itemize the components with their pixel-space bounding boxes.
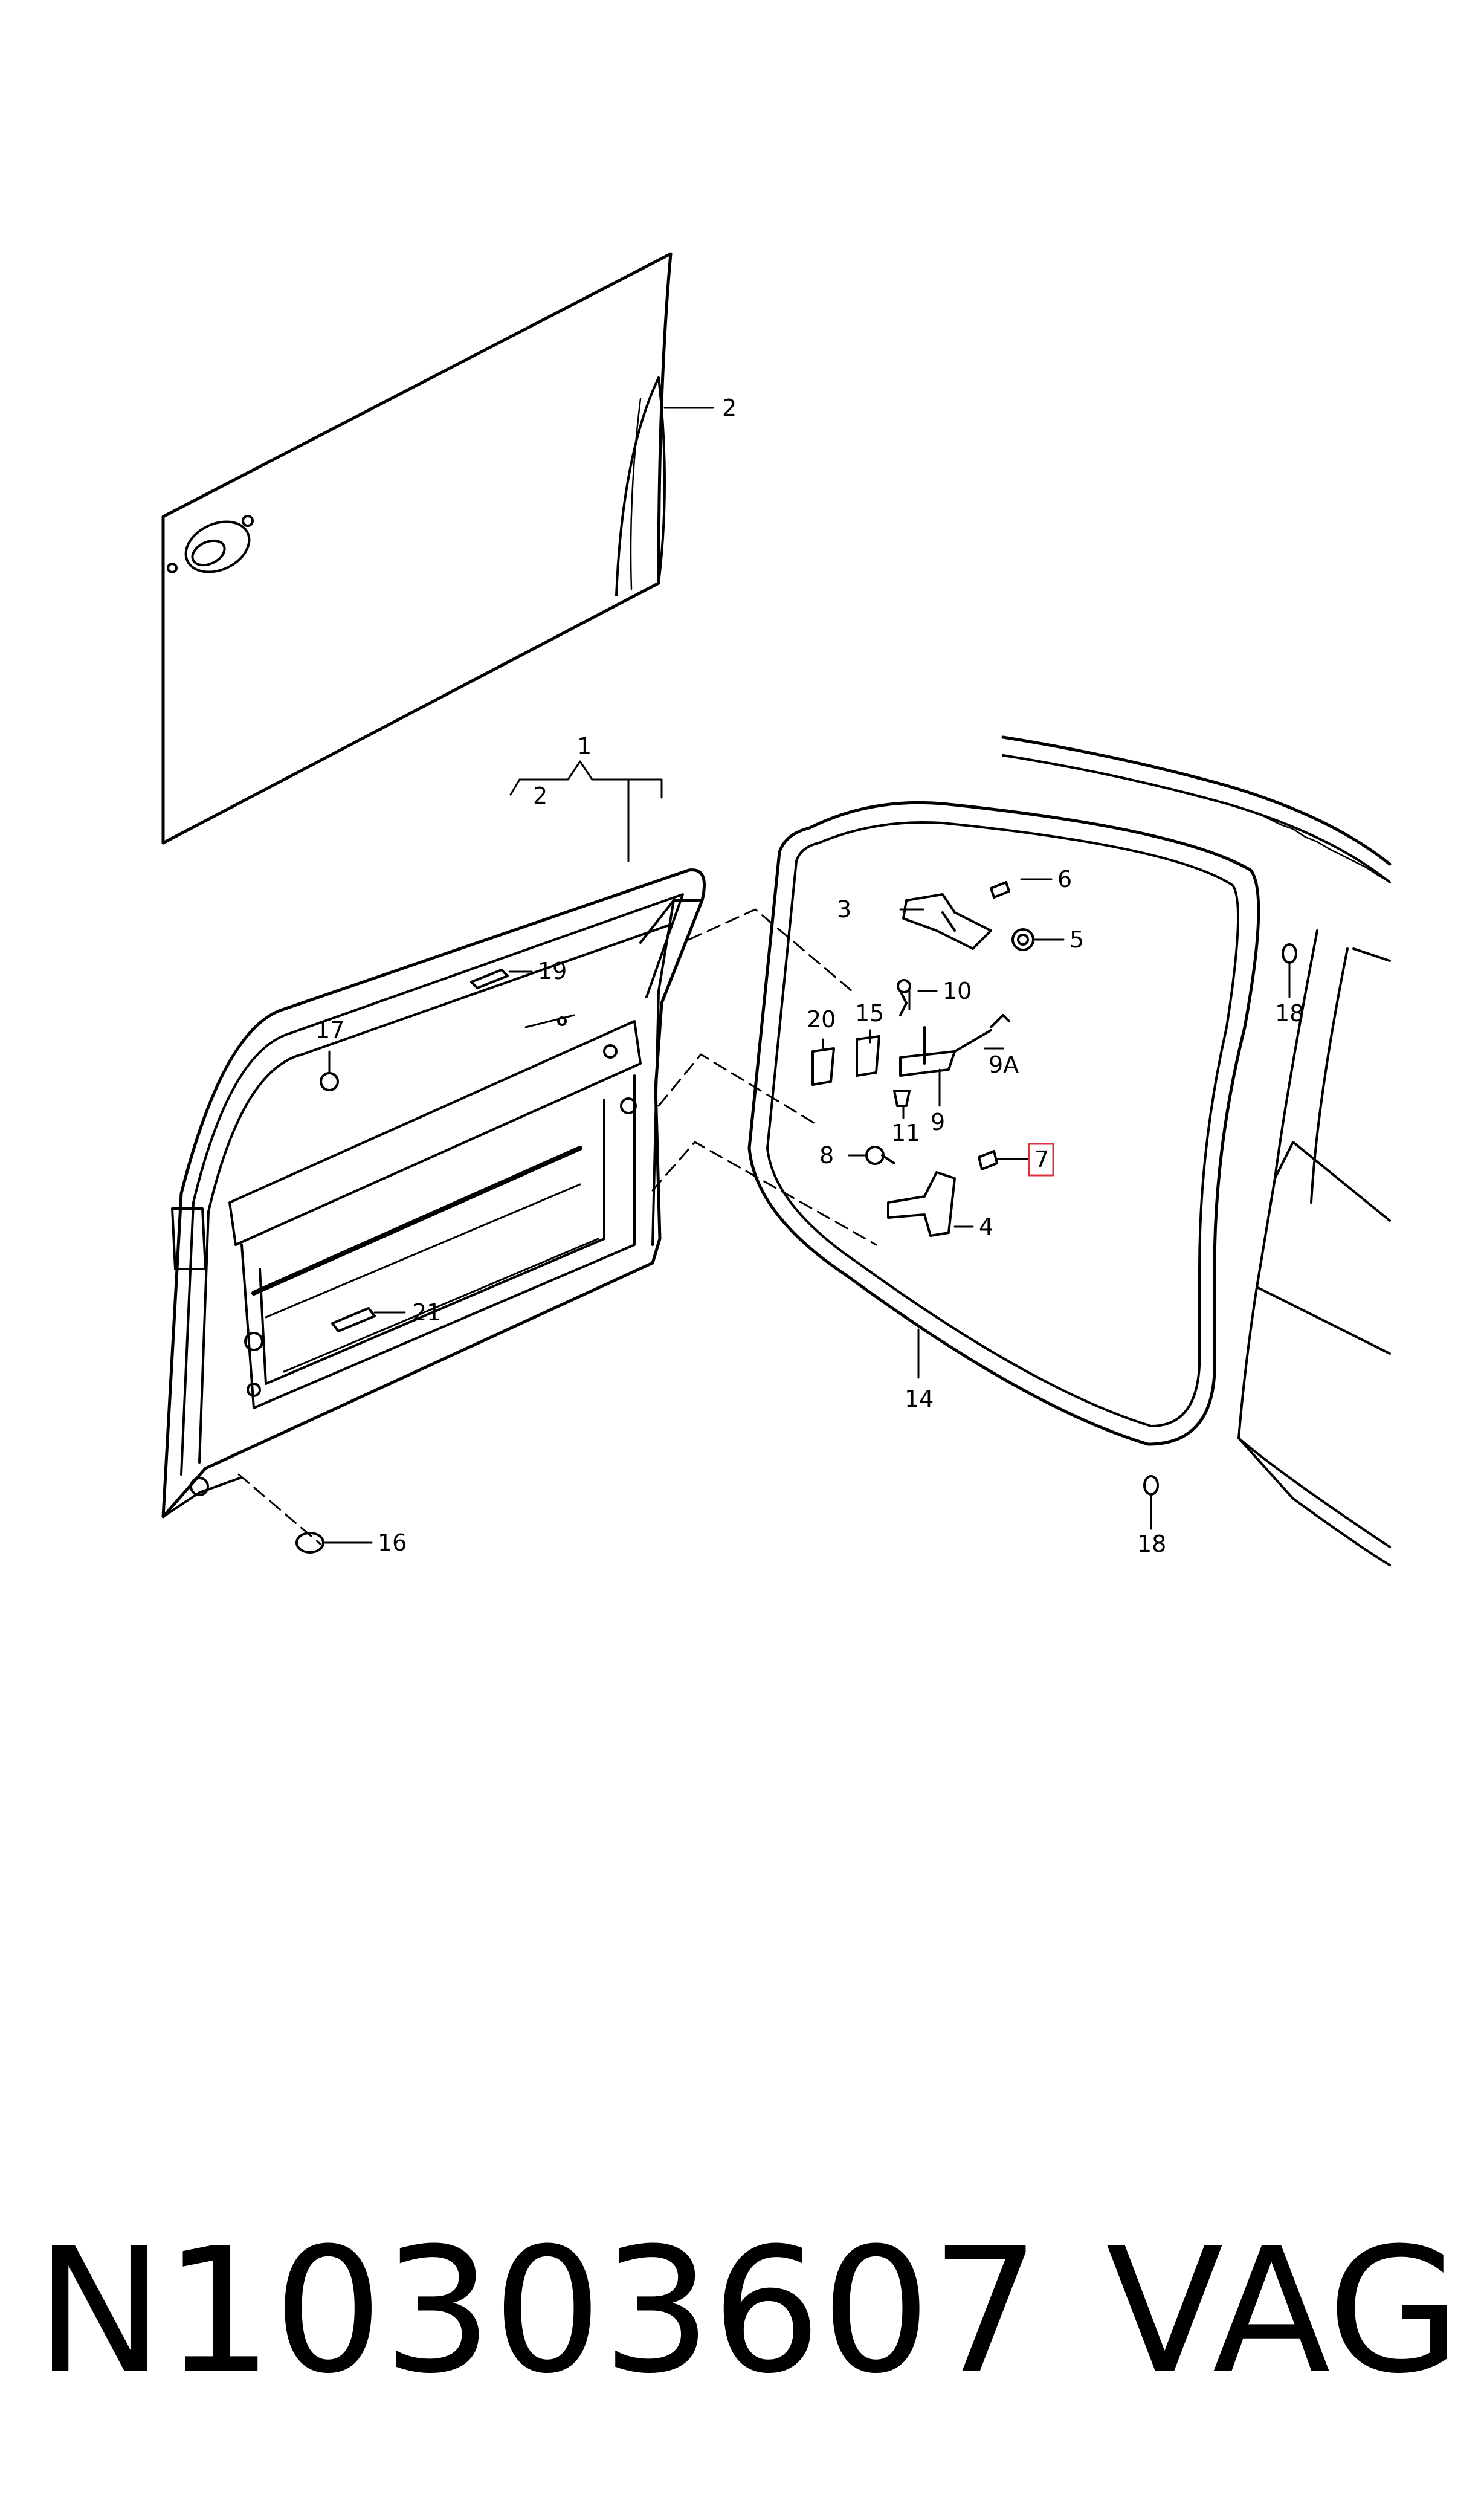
callout-20-part: 20 — [807, 1006, 836, 1033]
callout-5-nut: 5 — [1069, 926, 1084, 953]
callout-8-bolt: 8 — [819, 1142, 834, 1169]
brand-name: VAG — [1106, 2211, 1461, 2412]
highlight-box-7 — [1028, 1143, 1054, 1177]
callout-17-plug: 17 — [315, 1017, 344, 1044]
callout-18-plug-upper: 18 — [1275, 1000, 1304, 1027]
callout-21-label: 21 — [412, 1299, 441, 1326]
callout-15-part: 15 — [855, 1000, 884, 1027]
callout-7-screw: 7 — [1034, 1146, 1049, 1173]
car-body — [1001, 735, 1392, 1566]
callout-3-hinge: 3 — [837, 896, 851, 923]
callout-16-plug: 16 — [378, 1529, 407, 1556]
callout-6-screw: 6 — [1057, 866, 1072, 893]
callout-18-plug-lower: 18 — [1137, 1531, 1166, 1557]
leader-lines — [324, 407, 1291, 1544]
callout-19-label: 19 — [538, 958, 567, 984]
callout-2-outer-panel: 2 — [722, 395, 737, 421]
callout-2-group: 2 — [533, 783, 547, 809]
door-seal — [747, 801, 1260, 1446]
hardware-parts — [295, 881, 1297, 1554]
outer-door-panel — [161, 252, 673, 845]
callout-14-seal: 14 — [905, 1386, 934, 1412]
callout-11-nut: 11 — [891, 1120, 920, 1146]
callout-10-bolt: 10 — [943, 978, 972, 1004]
callout-1-door-assembly: 1 — [577, 733, 592, 760]
callout-9-door-check: 9 — [931, 1109, 945, 1135]
callout-labels: 2 1 2 3 6 5 10 20 15 9A 9 11 8 4 7 14 16… — [315, 395, 1304, 1557]
part-number: N10303607 — [35, 2211, 1040, 2412]
assembly-lines — [237, 908, 877, 1545]
exploded-door-diagram: 2 1 2 3 6 5 10 20 15 9A 9 11 8 4 7 14 16… — [161, 252, 1392, 1566]
door-frame — [161, 868, 706, 1519]
callout-9a-bolt: 9A — [989, 1051, 1019, 1078]
callout-4-hinge: 4 — [979, 1213, 993, 1240]
